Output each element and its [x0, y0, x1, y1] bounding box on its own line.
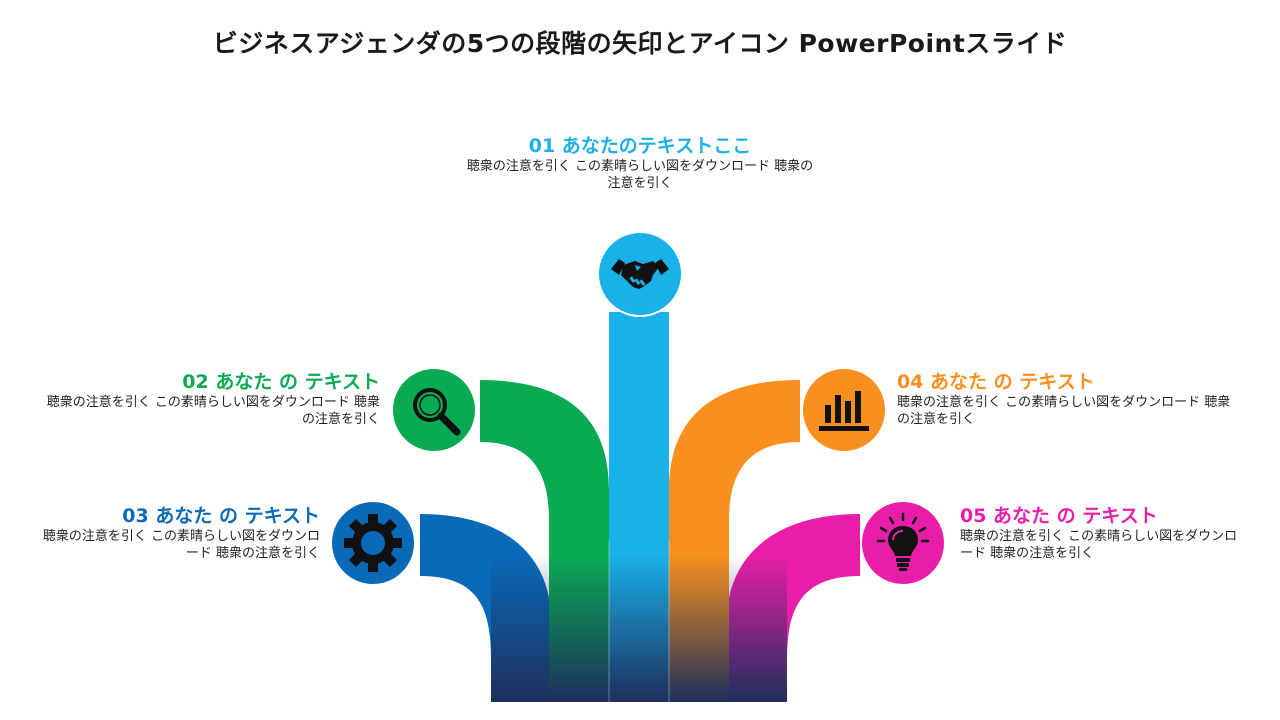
step-02-heading: 02 あなた の テキスト [182, 371, 380, 393]
step-03-heading: 03 あなた の テキスト [122, 505, 320, 527]
magnifier-icon [391, 367, 477, 453]
base-fade [491, 555, 787, 702]
icon-circle-02 [391, 367, 477, 453]
step-05-text: 05 あなた の テキスト 聴衆の注意を引く この素晴らしい図をダウンロード 聴… [960, 504, 1240, 562]
step-05-desc: 聴衆の注意を引く この素晴らしい図をダウンロード 聴衆の注意を引く [960, 529, 1238, 561]
step-03-desc: 聴衆の注意を引く この素晴らしい図をダウンロード 聴衆の注意を引く [42, 529, 320, 561]
step-04-text: 04 あなた の テキスト 聴衆の注意を引く この素晴らしい図をダウンロード 聴… [897, 370, 1237, 428]
step-04-heading: 04 あなた の テキスト [897, 371, 1095, 393]
step-02-text: 02 あなた の テキスト 聴衆の注意を引く この素晴らしい図をダウンロード 聴… [40, 370, 380, 428]
gear-icon [330, 500, 416, 586]
slide-title: ビジネスアジェンダの5つの段階の矢印とアイコン PowerPointスライド [212, 29, 1068, 58]
step-01-desc: 聴衆の注意を引く この素晴らしい図をダウンロード 聴衆の注意を引く [466, 159, 814, 191]
step-01-heading: 01 あなたのテキストここ [528, 135, 752, 157]
icon-circle-05 [860, 500, 946, 586]
lightbulb-icon [860, 500, 946, 586]
step-01-text: 01 あなたのテキストここ 聴衆の注意を引く この素晴らしい図をダウンロード 聴… [440, 134, 840, 192]
step-04-desc: 聴衆の注意を引く この素晴らしい図をダウンロード 聴衆の注意を引く [897, 395, 1231, 427]
bar-chart-icon [801, 367, 887, 453]
step-02-desc: 聴衆の注意を引く この素晴らしい図をダウンロード 聴衆の注意を引く [46, 395, 380, 427]
step-05-heading: 05 あなた の テキスト [960, 505, 1158, 527]
handshake-icon [597, 231, 683, 317]
step-03-text: 03 あなた の テキスト 聴衆の注意を引く この素晴らしい図をダウンロード 聴… [40, 504, 320, 562]
icon-circle-04 [801, 367, 887, 453]
icon-circle-03 [330, 500, 416, 586]
icon-circle-01 [597, 231, 683, 317]
